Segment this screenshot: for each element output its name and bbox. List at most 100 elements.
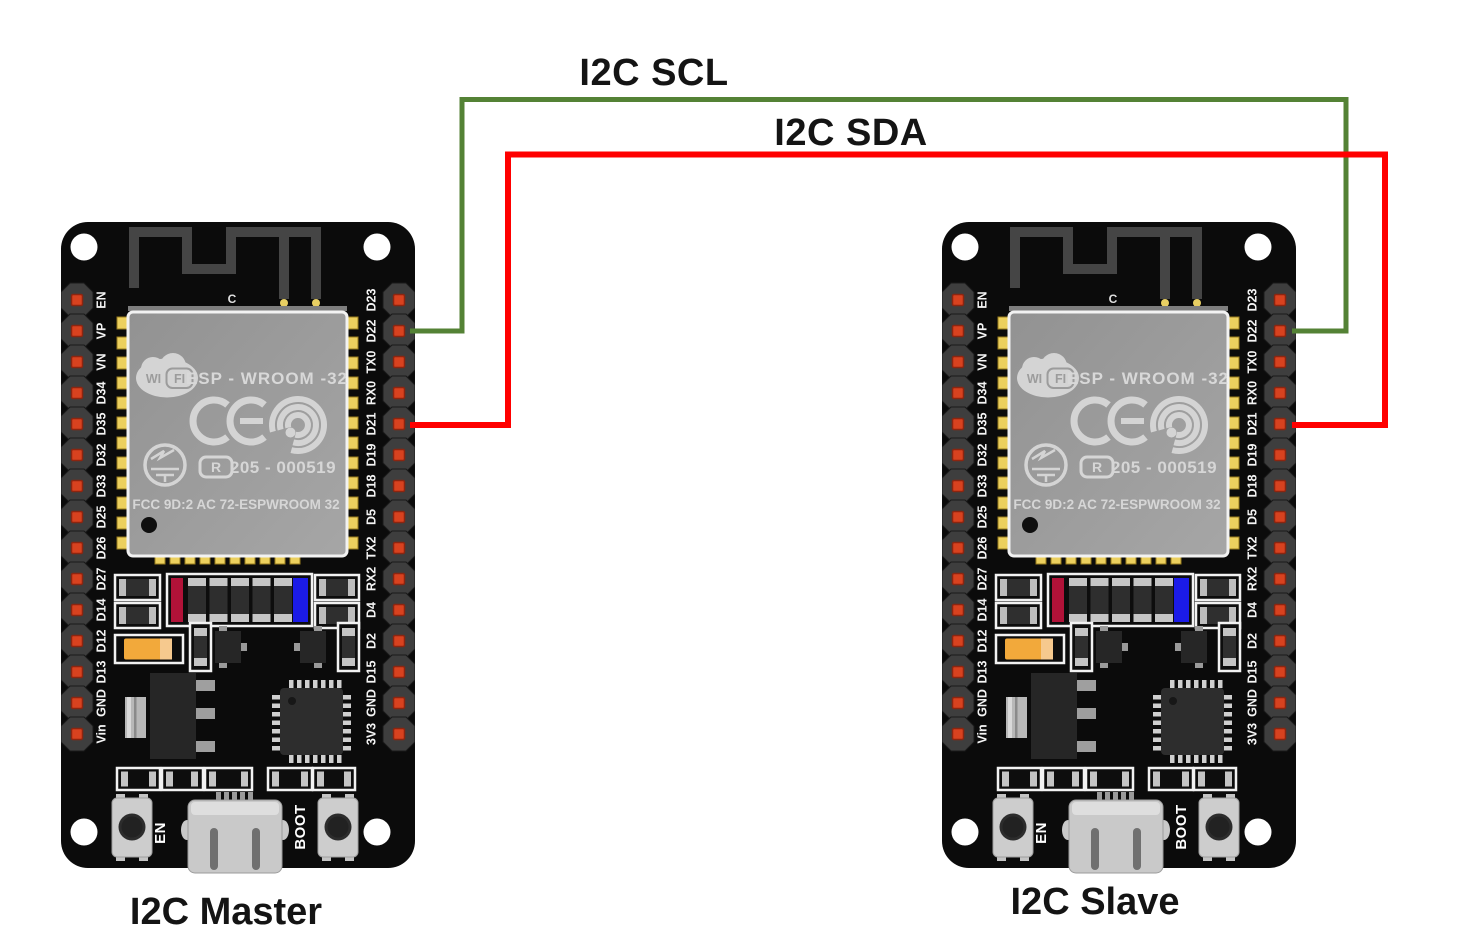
- en-button-label: EN: [152, 822, 169, 844]
- slave-caption: I2C Slave: [1010, 881, 1180, 923]
- castellation-pad: [116, 436, 128, 450]
- pin-label-left_pins-7: D25: [95, 505, 109, 528]
- mounting-hole: [951, 818, 979, 846]
- bottom-capacitor-row: [996, 766, 1238, 792]
- castellation-pad: [997, 396, 1009, 410]
- pin-pad: [951, 355, 965, 369]
- pin-label-right_pins-5: D19: [365, 443, 379, 466]
- castellation-pad: [347, 436, 359, 450]
- pin-label-right_pins-11: D2: [1246, 633, 1260, 649]
- transistor-group: [188, 621, 361, 673]
- mounting-hole: [1244, 233, 1272, 261]
- pin-label-right_pins-7: D5: [365, 509, 379, 525]
- pin-label-left_pins-12: D13: [95, 660, 109, 683]
- pin-pad: [70, 541, 84, 555]
- pin-pad: [951, 572, 965, 586]
- module-cert-number: 205 - 000519: [1111, 458, 1217, 477]
- r-mark-box: [1079, 455, 1115, 479]
- svg-text:WI: WI: [1027, 372, 1042, 386]
- tantalum-capacitor: [113, 633, 185, 665]
- pin-label-right_pins-9: RX2: [365, 567, 379, 591]
- pin-pad: [70, 293, 84, 307]
- pin-pad: [951, 603, 965, 617]
- pin-pad: [1273, 293, 1287, 307]
- pin-pad: [1273, 665, 1287, 679]
- module-pin1-dot: [1022, 517, 1038, 533]
- pin-pad: [70, 665, 84, 679]
- pin-pad: [70, 479, 84, 493]
- pin-label-right_pins-5: D19: [1246, 443, 1260, 466]
- pin-label-right_pins-12: D15: [365, 660, 379, 683]
- pin-pad: [70, 355, 84, 369]
- pin-pad: [392, 665, 406, 679]
- svg-text:FI: FI: [174, 372, 185, 386]
- pin-label-left_pins-0: EN: [976, 291, 990, 308]
- pin-label-right_pins-7: D5: [1246, 509, 1260, 525]
- pin-pad: [1273, 324, 1287, 338]
- pin-pad: [951, 541, 965, 555]
- pin-pad: [70, 603, 84, 617]
- castellation-pad: [997, 376, 1009, 390]
- boot-button-label: BOOT: [292, 804, 309, 849]
- pin-label-right_pins-8: TX2: [365, 536, 379, 559]
- module-fcc-line: FCC 9D:2 AC 72-ESPWROOM 32: [132, 497, 339, 512]
- castellation-pad: [997, 516, 1009, 530]
- smd-capacitor: [125, 697, 146, 738]
- voltage-regulator: [150, 673, 215, 759]
- pin-pad: [392, 696, 406, 710]
- esp32-board-svg: C ENVPVND34D35D32D33D25D26D27D14D12D13GN…: [941, 222, 1297, 874]
- sda-wire-label: I2C SDA: [774, 112, 928, 154]
- pin-label-left_pins-14: Vin: [95, 724, 109, 743]
- castellation-pad: [1228, 416, 1240, 430]
- usb-uart-chip: [1153, 680, 1232, 763]
- pin-pad: [392, 479, 406, 493]
- castellation-pad: [997, 476, 1009, 490]
- castellation-pad: [1228, 476, 1240, 490]
- pin-pad: [951, 727, 965, 741]
- pin-pad: [70, 572, 84, 586]
- pin-pad: [951, 696, 965, 710]
- mounting-hole: [1244, 818, 1272, 846]
- voltage-regulator: [1031, 673, 1096, 759]
- smd-capacitor: [1006, 697, 1027, 738]
- castellation-pad: [1228, 496, 1240, 510]
- pin-pad: [392, 417, 406, 431]
- pin-pad: [1273, 727, 1287, 741]
- pin-pad: [70, 510, 84, 524]
- pin-pad: [951, 510, 965, 524]
- pin-label-left_pins-10: D14: [95, 598, 109, 621]
- boot-button-label: BOOT: [1173, 804, 1190, 849]
- pin-label-right_pins-1: D22: [1246, 319, 1260, 342]
- pin-label-left_pins-10: D14: [976, 598, 990, 621]
- pin-label-left_pins-12: D13: [976, 660, 990, 683]
- pcb-antenna: [129, 227, 321, 299]
- pin-label-right_pins-10: D4: [365, 602, 379, 618]
- pin-pad: [951, 665, 965, 679]
- blue-smd: [1174, 578, 1189, 622]
- silkscreen-c: C: [1109, 292, 1118, 306]
- pin-label-right_pins-12: D15: [1246, 660, 1260, 683]
- castellation-pad: [347, 416, 359, 430]
- pin-label-left_pins-14: Vin: [976, 724, 990, 743]
- pin-pad: [70, 417, 84, 431]
- scl-wire-label: I2C SCL: [579, 52, 729, 94]
- module-title: ESP - WROOM -32: [1067, 369, 1229, 388]
- castellation-pad: [1228, 316, 1240, 330]
- pin-pad: [1273, 572, 1287, 586]
- pin-label-right_pins-14: 3V3: [1246, 723, 1260, 745]
- pin-label-left_pins-4: D35: [95, 412, 109, 435]
- pin-label-left_pins-6: D33: [976, 474, 990, 497]
- castellation-pad: [347, 456, 359, 470]
- pin-label-left_pins-6: D33: [95, 474, 109, 497]
- castellation-pad: [116, 456, 128, 470]
- pin-pad: [392, 727, 406, 741]
- master-caption: I2C Master: [129, 891, 323, 933]
- mounting-hole: [70, 818, 98, 846]
- en-button: [992, 794, 1034, 861]
- pin-pad: [70, 386, 84, 400]
- pin-pad: [1273, 541, 1287, 555]
- pin-label-right_pins-0: D23: [1246, 288, 1260, 311]
- pin-label-left_pins-9: D27: [95, 567, 109, 590]
